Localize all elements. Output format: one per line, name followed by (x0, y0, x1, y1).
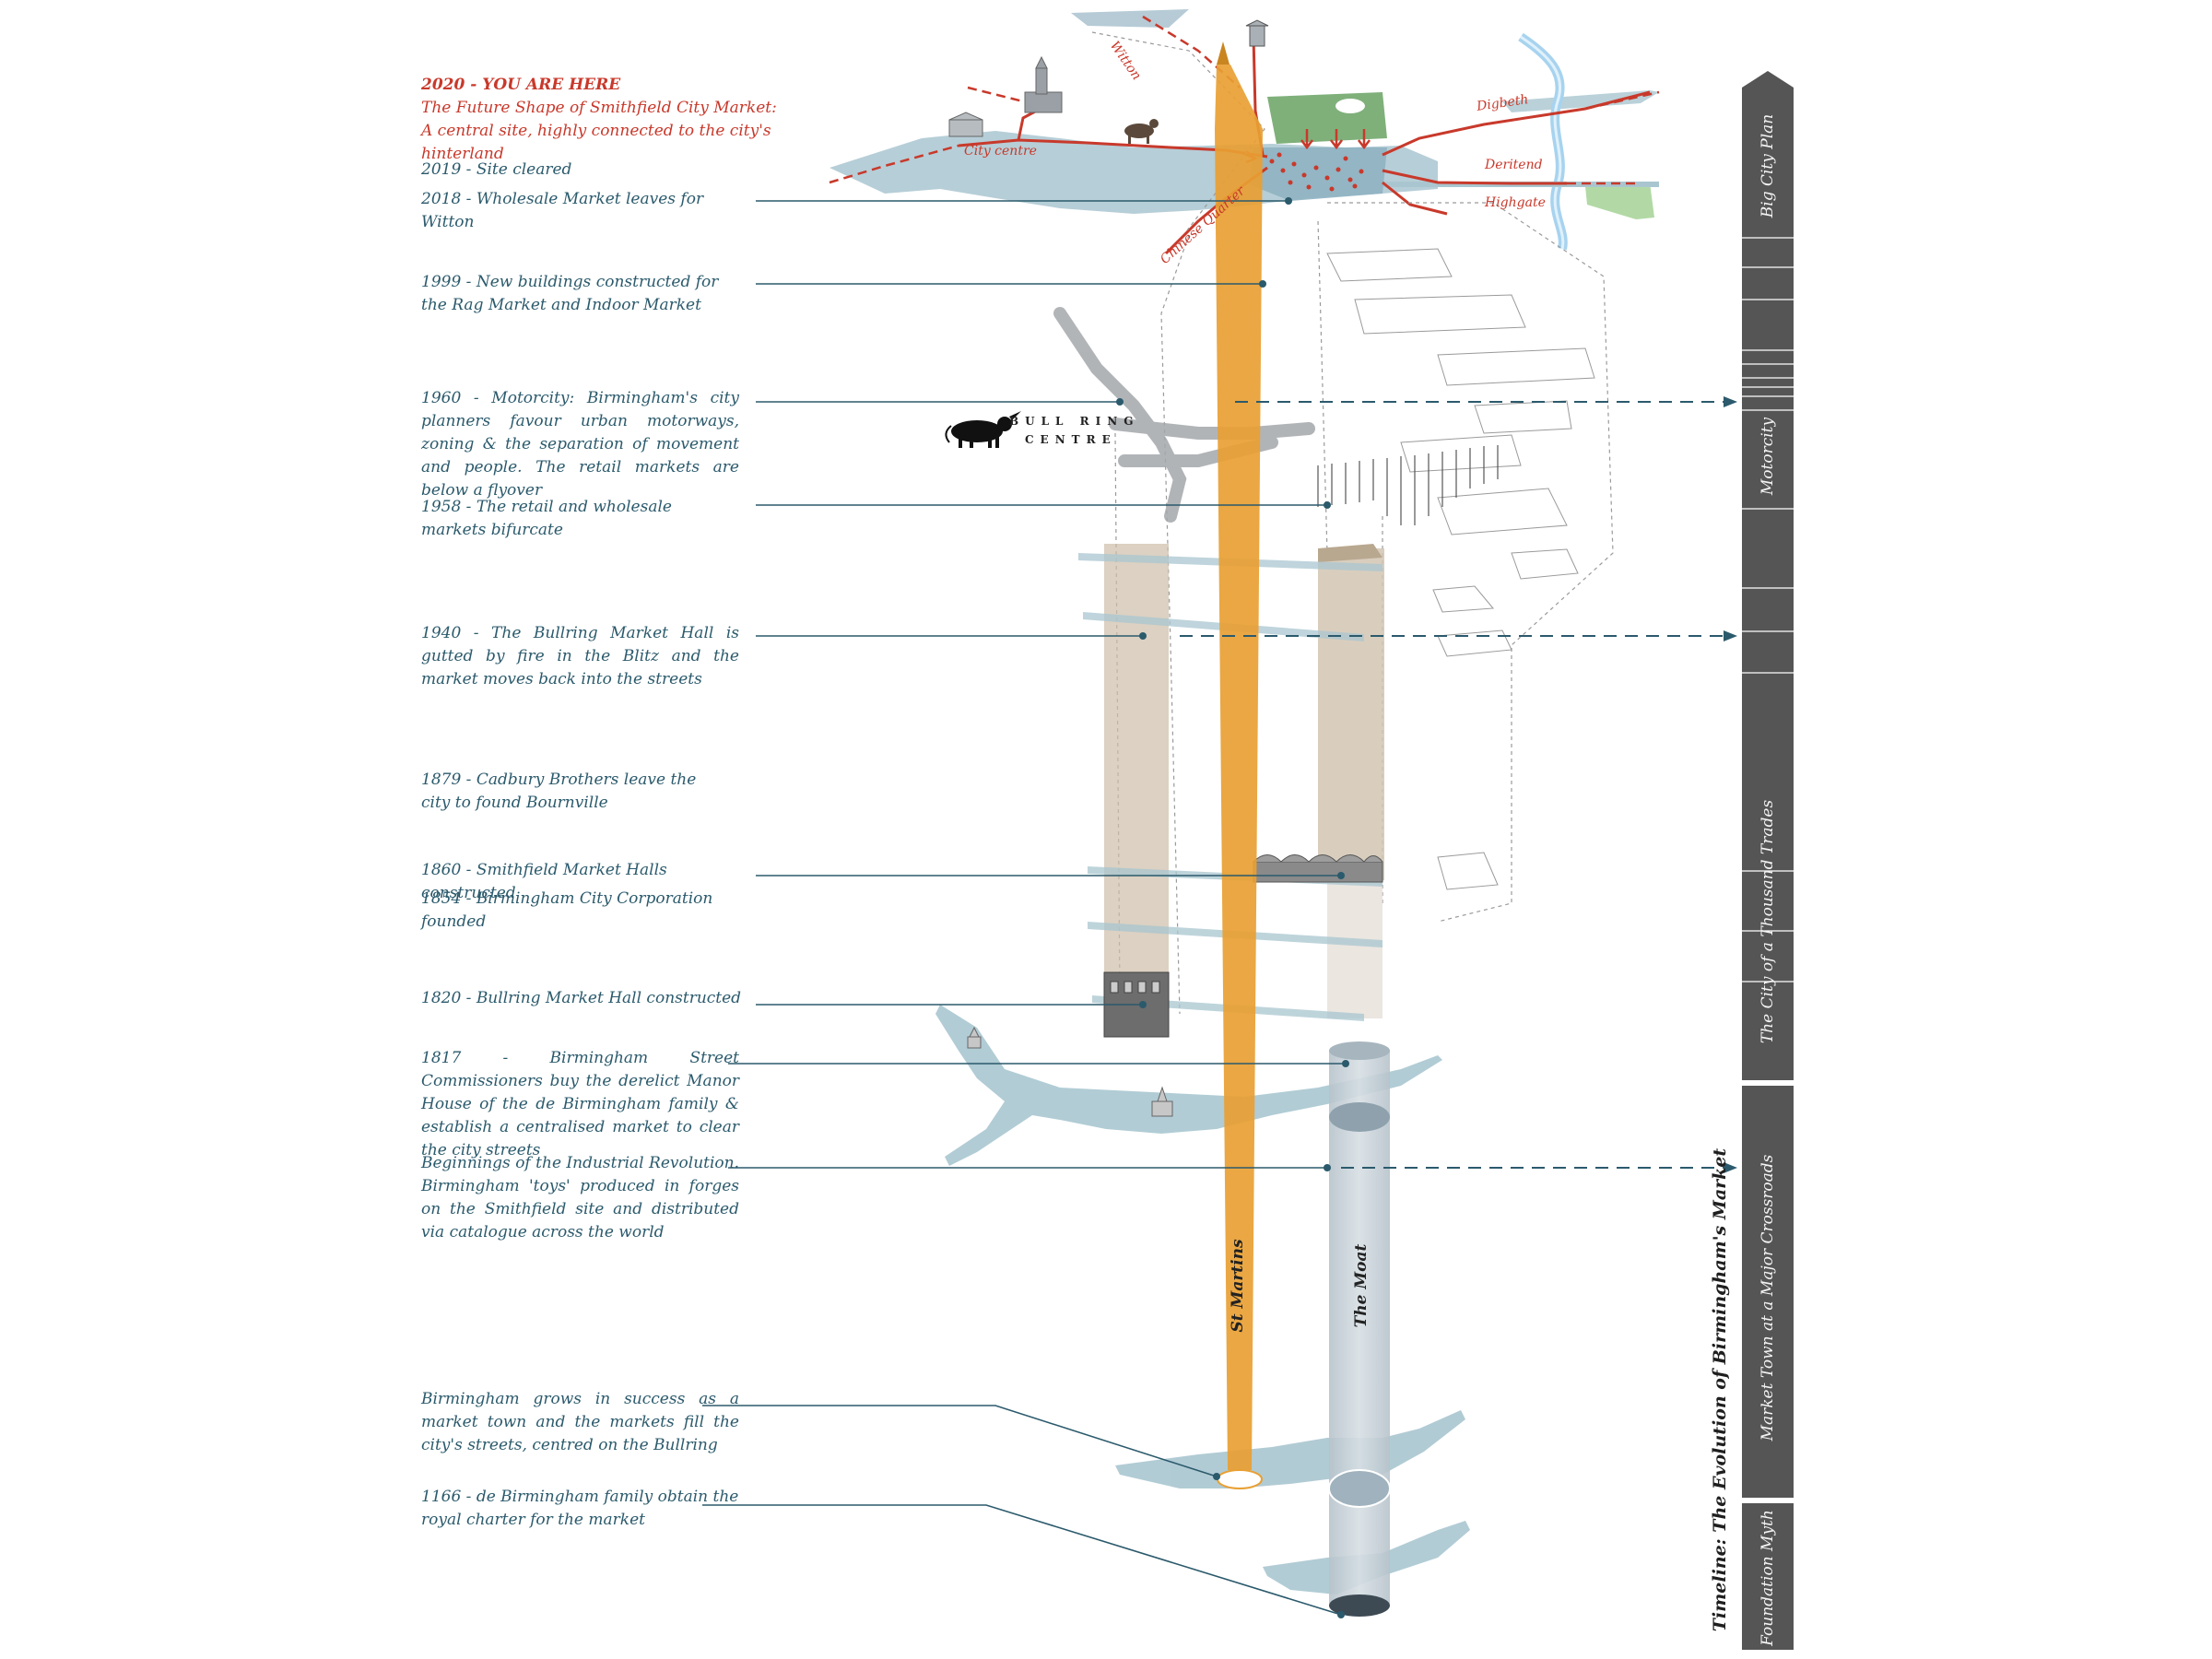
event-1817: 1817 - Birmingham Street Commissioners b… (421, 1049, 739, 1159)
period-connectors (1180, 401, 1724, 1169)
moat-label: The Moat (1352, 1243, 1371, 1328)
bull-logo-icon (945, 411, 1021, 448)
park-green (1267, 92, 1387, 144)
period-thousand-trades: The City of a Thousand Trades (1759, 799, 1777, 1044)
green-space-east (1585, 182, 1654, 219)
market-site-highlight (1249, 147, 1387, 201)
event-2019: 2019 - Site cleared (421, 160, 572, 179)
tower-icon (1245, 19, 1269, 47)
church-1817-icon (967, 1026, 1173, 1117)
small-building-icon (948, 112, 983, 137)
bull-ring-line-2: CENTRE (1025, 433, 1117, 446)
header-subtitle-2: A central site, highly connected to the … (421, 122, 771, 163)
event-1999: 1999 - New buildings constructed for the… (421, 273, 719, 314)
wholesale-market-columns (1317, 445, 1499, 525)
map-label-city-centre: City centre (964, 144, 1037, 159)
period-big-city-plan: Big City Plan (1759, 113, 1777, 218)
period-market-town: Market Town at a Major Crossroads (1759, 1154, 1777, 1441)
event-1879: 1879 - Cadbury Brothers leave the city t… (421, 771, 697, 812)
event-1860: 1860 - Smithfield Market Halls construct… (421, 861, 667, 902)
header-subtitle-1: The Future Shape of Smithfield City Mark… (421, 99, 777, 117)
event-1958: 1958 - The retail and wholesale markets … (421, 498, 672, 539)
event-1166: 1166 - de Birmingham family obtain the r… (421, 1488, 739, 1529)
period-foundation-myth: Foundation Myth (1759, 1510, 1777, 1646)
church-icon (1024, 55, 1063, 113)
header-year: 2020 - YOU ARE HERE (421, 76, 621, 94)
period-motorcity: Motorcity (1759, 417, 1777, 496)
river-channel (1520, 35, 1565, 250)
event-market-town-growth: Birmingham grows in success as a market … (421, 1390, 739, 1454)
northern-block (1502, 90, 1659, 112)
map-label-deritend: Deritend (1485, 158, 1543, 172)
leader-lines (702, 200, 1346, 1616)
event-1960: 1960 - Motorcity: Birmingham's city plan… (421, 389, 739, 500)
st-martins-column (1215, 41, 1263, 1489)
red-dashed-routes (829, 15, 1660, 185)
event-1820: 1820 - Bullring Market Hall constructed (421, 989, 742, 1007)
timeline-title: Timeline: The Evolution of Birmingham's … (1710, 1147, 1730, 1632)
timeline-bar (1742, 71, 1794, 1650)
bull-statue-icon (1124, 119, 1159, 144)
period-arrowheads (1724, 396, 1737, 1173)
st-martins-label: St Martins (1229, 1239, 1247, 1333)
event-industrial-revolution: Beginnings of the Industrial Revolution.… (421, 1154, 739, 1241)
bull-ring-line-1: BULL RING (1009, 415, 1140, 428)
event-2018: 2018 - Wholesale Market leaves for Witto… (421, 190, 704, 231)
city-map-2020 (829, 9, 1660, 255)
event-1940: 1940 - The Bullring Market Hall is gutte… (421, 624, 739, 688)
witton-river-shape (1071, 9, 1189, 28)
leader-dots (1116, 197, 1349, 1618)
market-hall-illustration (1253, 854, 1383, 883)
map-label-highgate: Highgate (1485, 195, 1546, 210)
event-1854: 1854 - Birmingham City Corporation found… (421, 889, 713, 931)
early-town-shapes (1115, 1410, 1470, 1594)
market-site-dots (1269, 152, 1364, 192)
moat-column (1328, 1041, 1391, 1617)
park-pond (1335, 99, 1365, 113)
